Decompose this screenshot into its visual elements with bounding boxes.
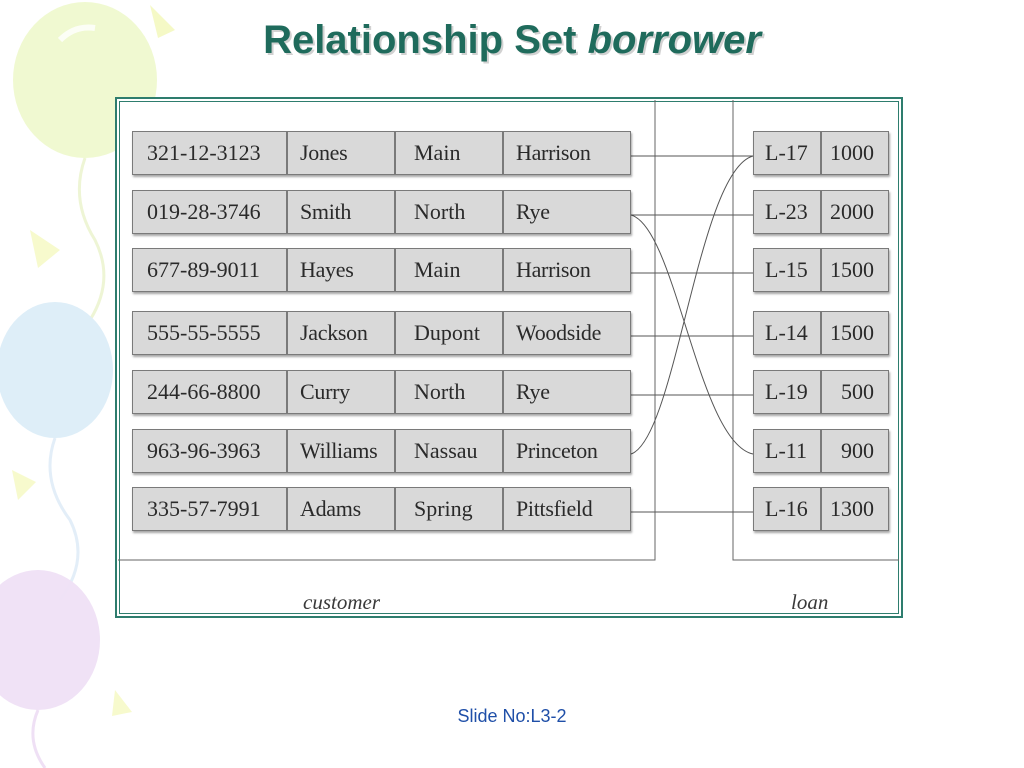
loan-number-cell: L-23 <box>753 190 821 234</box>
borrower-diagram <box>118 100 899 561</box>
customer-city-cell: Princeton <box>503 429 631 473</box>
customer-label: customer <box>303 590 380 614</box>
loan-amount-cell: 1000 <box>821 131 889 175</box>
customer-street-cell: Main <box>395 131 503 175</box>
loan-amount-cell: 1500 <box>821 248 889 292</box>
loan-number-cell: L-17 <box>753 131 821 175</box>
customer-street-cell: Main <box>395 248 503 292</box>
customer-city-cell: Harrison <box>503 248 631 292</box>
loan-amount-cell: 1300 <box>821 487 889 531</box>
customer-street-cell: Nassau <box>395 429 503 473</box>
customer-name-cell: Curry <box>287 370 395 414</box>
loan-number-cell: L-11 <box>753 429 821 473</box>
borrower-link <box>630 214 754 455</box>
loan-label: loan <box>791 590 829 614</box>
loan-number-cell: L-14 <box>753 311 821 355</box>
loan-number-cell: L-15 <box>753 248 821 292</box>
loan-number-cell: L-19 <box>753 370 821 414</box>
loan-amount-cell: 2000 <box>821 190 889 234</box>
customer-name-cell: Adams <box>287 487 395 531</box>
diagram-frame-inner-border <box>119 101 899 614</box>
customer-city-cell: Rye <box>503 190 631 234</box>
title-main: Relationship Set <box>263 18 577 62</box>
customer-city-cell: Pittsfield <box>503 487 631 531</box>
customer-city-cell: Rye <box>503 370 631 414</box>
customer-name-cell: Smith <box>287 190 395 234</box>
slide-number: Slide No:L3-2 <box>457 706 567 726</box>
customer-ssn-cell: 963-96-3963 <box>132 429 287 473</box>
customer-city-cell: Harrison <box>503 131 631 175</box>
customer-street-cell: Dupont <box>395 311 503 355</box>
diagram-frame <box>115 97 903 618</box>
loan-amount-cell: 900 <box>821 429 889 473</box>
customer-city-cell: Woodside <box>503 311 631 355</box>
customer-street-cell: North <box>395 190 503 234</box>
customer-name-cell: Williams <box>287 429 395 473</box>
borrower-link <box>630 155 754 455</box>
slide-title: Relationship Set borrower <box>0 18 1024 63</box>
loan-entity-set-border <box>732 100 899 561</box>
customer-entity-set-border <box>118 100 656 561</box>
customer-name-cell: Jackson <box>287 311 395 355</box>
customer-name-cell: Hayes <box>287 248 395 292</box>
customer-ssn-cell: 677-89-9011 <box>132 248 287 292</box>
borrower-links <box>630 155 754 513</box>
loan-amount-cell: 1500 <box>821 311 889 355</box>
customer-ssn-cell: 335-57-7991 <box>132 487 287 531</box>
customer-ssn-cell: 321-12-3123 <box>132 131 287 175</box>
customer-ssn-cell: 019-28-3746 <box>132 190 287 234</box>
customer-street-cell: North <box>395 370 503 414</box>
loan-number-cell: L-16 <box>753 487 821 531</box>
title-emphasis: borrower <box>587 18 761 62</box>
customer-name-cell: Jones <box>287 131 395 175</box>
customer-ssn-cell: 555-55-5555 <box>132 311 287 355</box>
loan-amount-cell: 500 <box>821 370 889 414</box>
customer-ssn-cell: 244-66-8800 <box>132 370 287 414</box>
customer-street-cell: Spring <box>395 487 503 531</box>
